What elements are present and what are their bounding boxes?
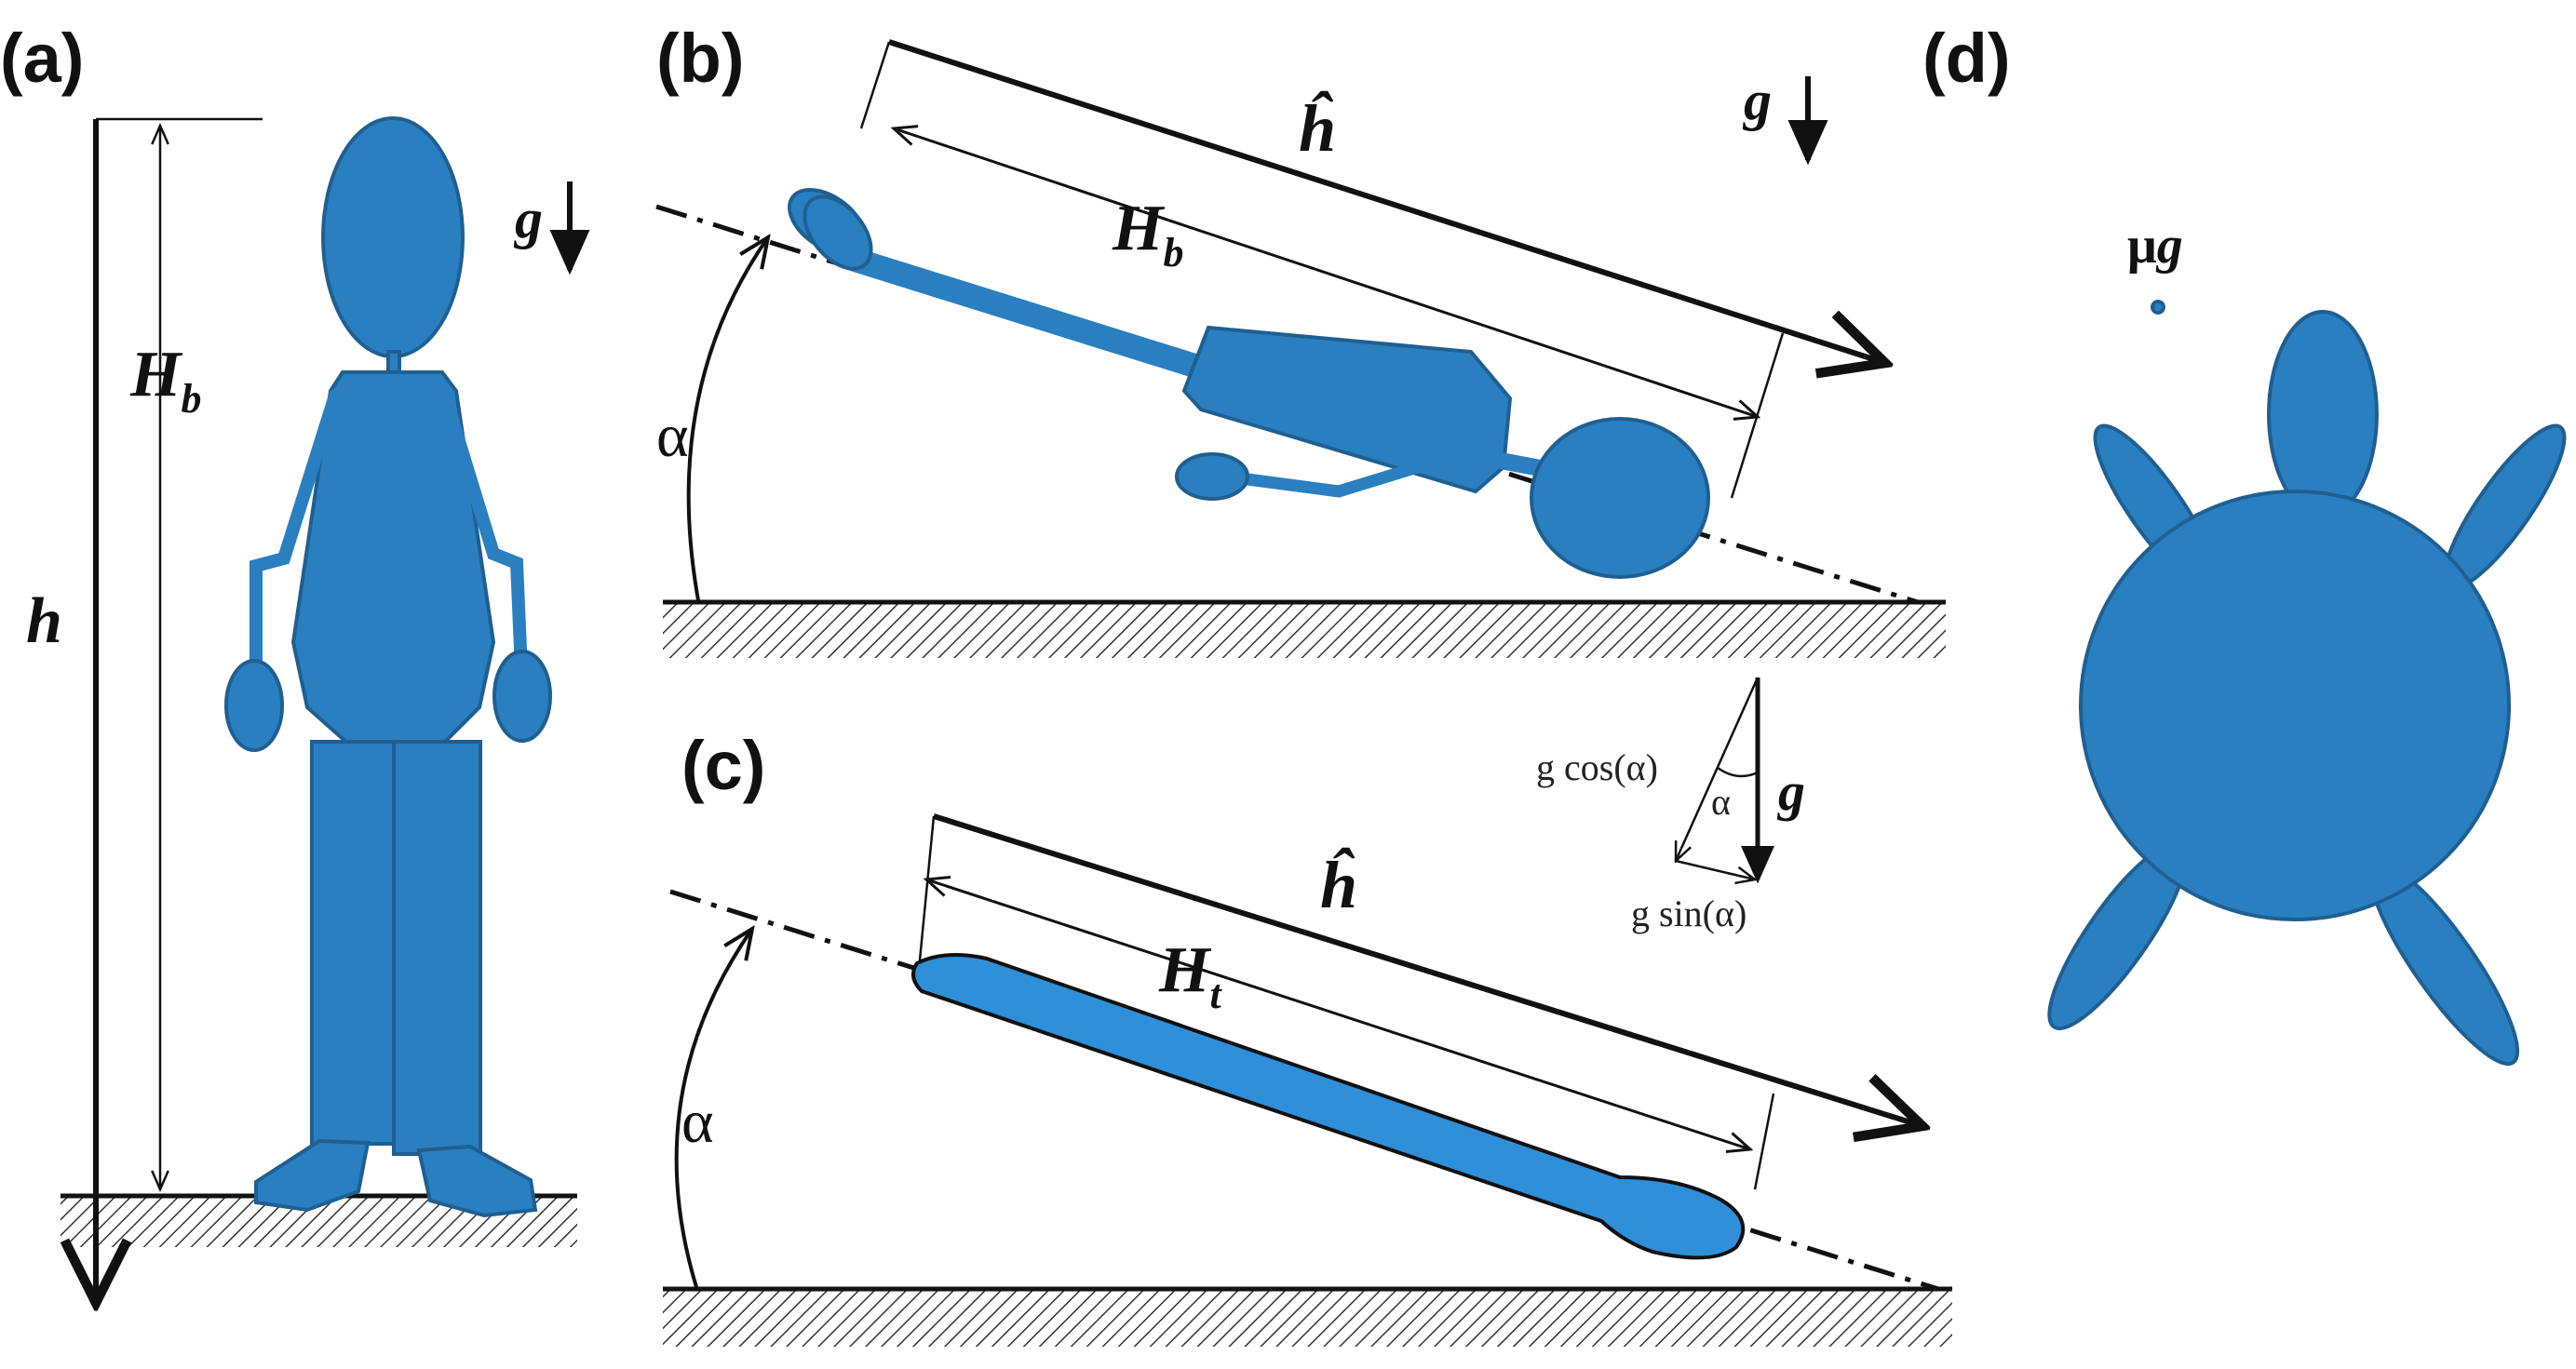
panel-b: (b) α ĥ Hb g — [655, 20, 1946, 658]
decomp-alpha-label: α — [1711, 781, 1731, 823]
alpha-label-c: α — [681, 1088, 714, 1156]
gravity-label-b: g — [1742, 70, 1772, 131]
ht-label-c: Ht — [1158, 934, 1222, 1017]
elongated-body — [911, 953, 1746, 1260]
hhat-label-b: ĥ — [1299, 90, 1336, 166]
h-label: h — [26, 585, 62, 657]
ht-dimension-c — [926, 879, 1750, 1149]
hb-dimension-b — [894, 128, 1758, 417]
gravity-label-a: g — [513, 188, 543, 249]
decomp-sin-label: g sin(α) — [1631, 893, 1747, 934]
panel-b-label: (b) — [656, 20, 745, 97]
panel-d: (d) μg — [1922, 20, 2567, 1067]
ground-b — [663, 602, 1946, 658]
gravity-decomposition: α g g cos(α) g sin(α) — [1536, 677, 1805, 934]
alpha-arc-b — [686, 237, 768, 601]
ground-c — [663, 1289, 1952, 1347]
floating-human — [2047, 300, 2567, 1067]
hhat-label-c: ĥ — [1320, 847, 1357, 922]
panel-a: (a) h Hb g — [0, 20, 590, 1303]
alpha-label-b: α — [656, 402, 689, 470]
hb-label-b: Hb — [1112, 193, 1183, 275]
alpha-arc-c — [674, 929, 752, 1288]
standing-human — [224, 116, 552, 1218]
lying-human — [788, 188, 1710, 579]
microgravity-label: μg — [2127, 217, 2183, 275]
panel-d-label: (d) — [1922, 20, 2011, 97]
decomp-g-label: g — [1776, 761, 1805, 822]
hb-label-a: Hb — [129, 339, 201, 422]
hhat-arrow-c — [933, 813, 1922, 1126]
panel-c-label: (c) — [681, 727, 765, 804]
panel-a-label: (a) — [0, 20, 84, 97]
decomp-cos-label: g cos(α) — [1536, 746, 1658, 788]
panel-c: (c) α ĥ Ht α g g cos(α) g sin(α) — [663, 677, 1952, 1347]
